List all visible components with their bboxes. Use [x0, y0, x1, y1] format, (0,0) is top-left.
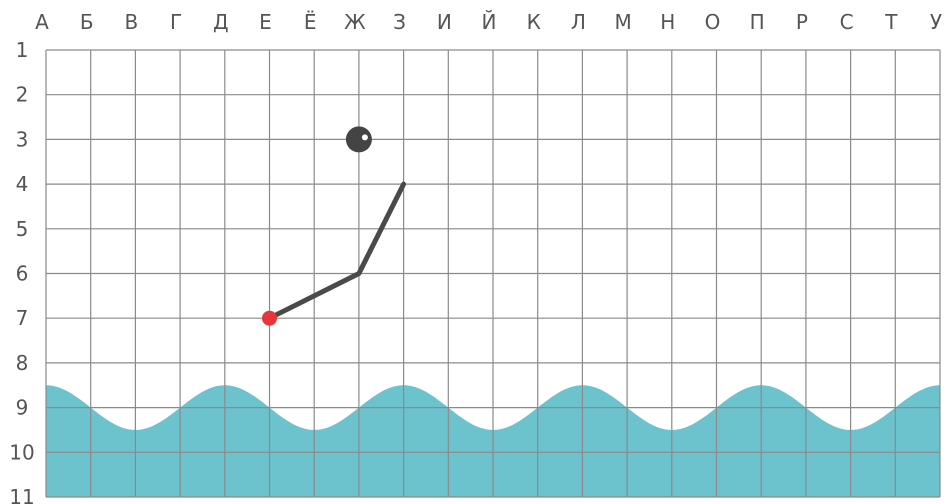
row-label: 5	[16, 217, 29, 241]
row-label: 1	[16, 38, 29, 62]
row-labels: 1 2 3 4 5 6 7 8 9 10 11	[9, 38, 34, 504]
column-label: В	[125, 10, 139, 34]
row-label: 6	[16, 262, 29, 286]
fishing-line	[267, 181, 407, 321]
column-label: Б	[80, 10, 94, 34]
row-label: 2	[16, 83, 29, 107]
row-label: 8	[16, 351, 29, 375]
bomb-icon[interactable]	[345, 126, 372, 153]
row-label: 4	[16, 172, 29, 196]
game-items	[262, 126, 372, 326]
column-label: Л	[571, 10, 586, 34]
column-label: Д	[213, 10, 229, 34]
row-label: 3	[16, 127, 29, 151]
column-label: Й	[482, 10, 497, 34]
column-label: Т	[884, 10, 898, 34]
bomb-highlight	[361, 134, 368, 141]
column-label: О	[705, 10, 721, 34]
column-label: Ж	[344, 10, 366, 34]
row-label: 9	[16, 396, 29, 420]
row-label: 10	[9, 440, 34, 464]
fishing-rod	[267, 181, 407, 321]
column-label: К	[527, 10, 541, 34]
bomb-body	[345, 126, 372, 153]
column-label: Г	[170, 10, 182, 34]
column-label: А	[35, 10, 49, 34]
column-label: М	[614, 10, 631, 34]
column-label: П	[750, 10, 765, 34]
column-label: Е	[259, 10, 272, 34]
column-label: Н	[660, 10, 675, 34]
column-label: Ё	[304, 10, 317, 34]
float-bobber-icon[interactable]	[262, 310, 277, 326]
column-label: Р	[796, 10, 808, 34]
grid	[45, 49, 941, 498]
column-label: И	[437, 10, 452, 34]
row-label: 11	[9, 485, 34, 504]
column-label: У	[930, 10, 942, 34]
row-label: 7	[16, 306, 29, 330]
column-label: З	[393, 10, 406, 34]
column-label: С	[840, 10, 854, 34]
